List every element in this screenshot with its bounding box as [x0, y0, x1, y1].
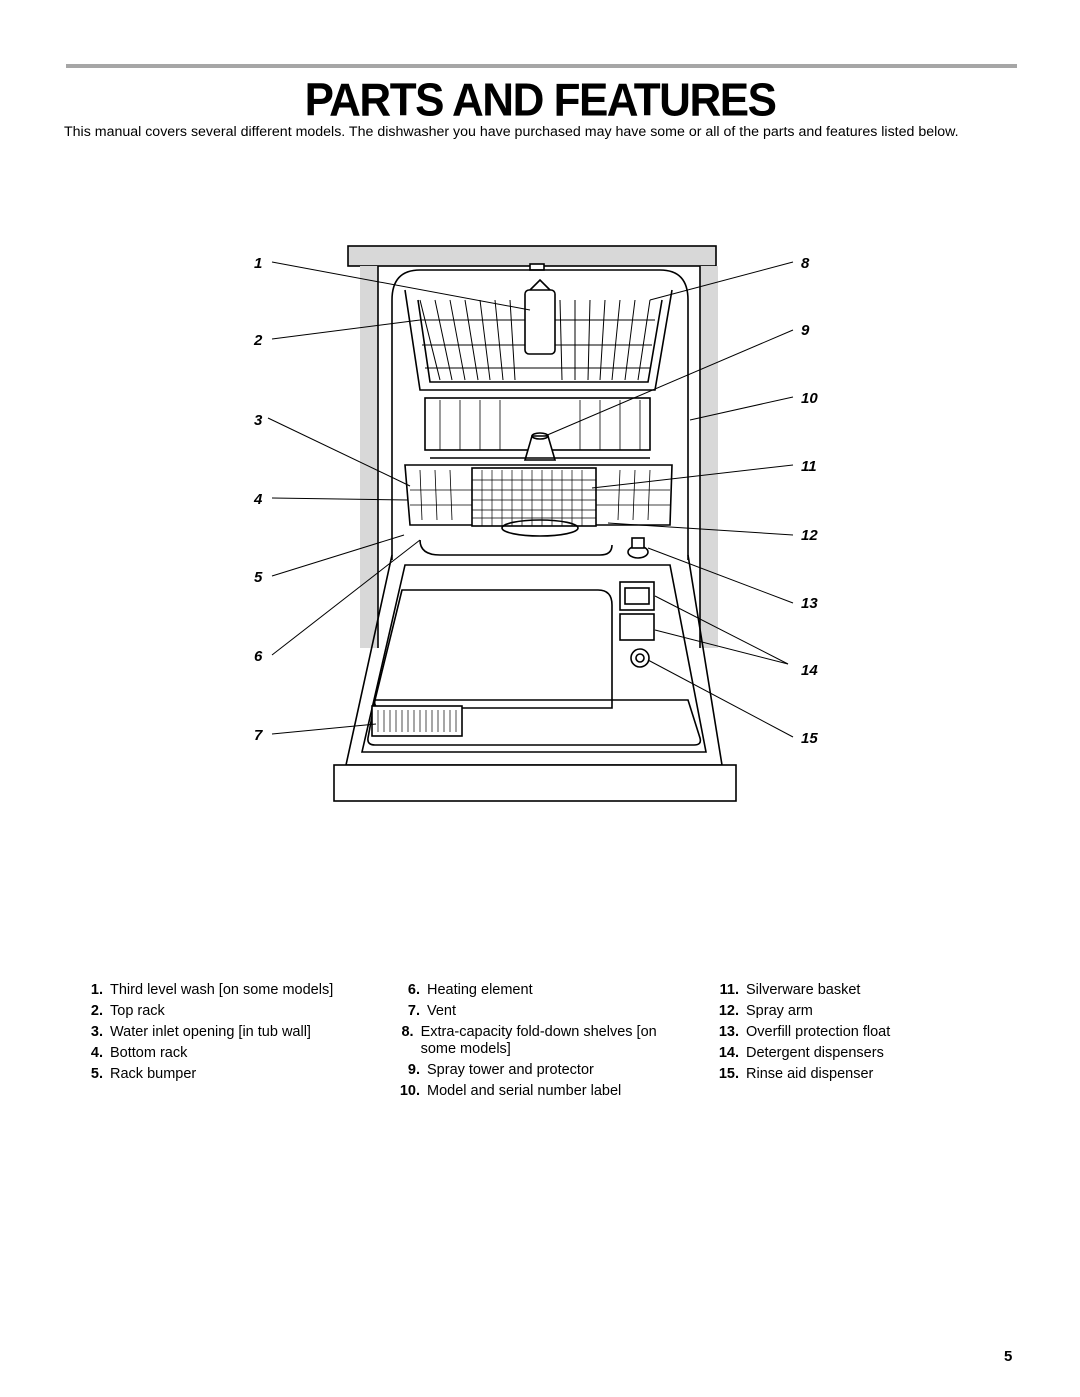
callout-12: 12	[801, 527, 818, 544]
legend-item: 8.Extra-capacity fold-down shelves [on s…	[401, 1024, 657, 1057]
callout-7: 7	[254, 727, 263, 744]
legend-item: 5.Rack bumper	[90, 1066, 197, 1082]
callout-15: 15	[801, 730, 818, 747]
legend-item: 11.Silverware basket	[719, 982, 861, 998]
legend-item: 12.Spray arm	[718, 1003, 813, 1019]
page-number: 5	[1004, 1348, 1013, 1365]
callout-3: 3	[254, 412, 263, 429]
legend-item: 1.Third level wash [on some models]	[90, 982, 334, 998]
page-title: PARTS AND FEATURES	[304, 74, 777, 127]
legend-column-3: 11.Silverware basket 12.Spray arm 13.Ove…	[706, 980, 1006, 1085]
legend-item: 9.Spray tower and protector	[407, 1062, 594, 1078]
legend-item: 2.Top rack	[90, 1003, 165, 1019]
callout-10: 10	[801, 390, 818, 407]
callout-6: 6	[254, 648, 263, 665]
callout-2: 2	[253, 332, 263, 349]
legend-column-2: 6.Heating element 7.Vent 8.Extra-capacit…	[390, 980, 690, 1102]
top-rule	[66, 64, 1017, 68]
callout-11: 11	[801, 458, 817, 475]
legend-item: 6.Heating element	[407, 982, 533, 998]
callout-13: 13	[801, 595, 818, 612]
legend-item: 4.Bottom rack	[90, 1045, 188, 1061]
callout-5: 5	[254, 569, 263, 586]
callout-8: 8	[801, 255, 810, 272]
legend-item: 3.Water inlet opening [in tub wall]	[90, 1024, 311, 1040]
callout-4: 4	[253, 491, 263, 508]
legend-item: 7.Vent	[407, 1003, 457, 1019]
legend-item: 14.Detergent dispensers	[718, 1045, 884, 1061]
intro-paragraph: This manual covers several different mod…	[64, 124, 959, 140]
legend-item: 15.Rinse aid dispenser	[718, 1066, 874, 1082]
callout-14: 14	[801, 662, 818, 679]
callout-9: 9	[801, 322, 810, 339]
legend-item: 13.Overfill protection float	[718, 1024, 891, 1040]
callout-1: 1	[254, 255, 262, 272]
legend-column-1: 1.Third level wash [on some models] 2.To…	[82, 980, 382, 1085]
dishwasher-diagram: 1 2 3 4 5 6 7 8 9 10 11 12 13 14 15	[253, 245, 818, 802]
legend-item: 10.Model and serial number label	[399, 1083, 622, 1099]
